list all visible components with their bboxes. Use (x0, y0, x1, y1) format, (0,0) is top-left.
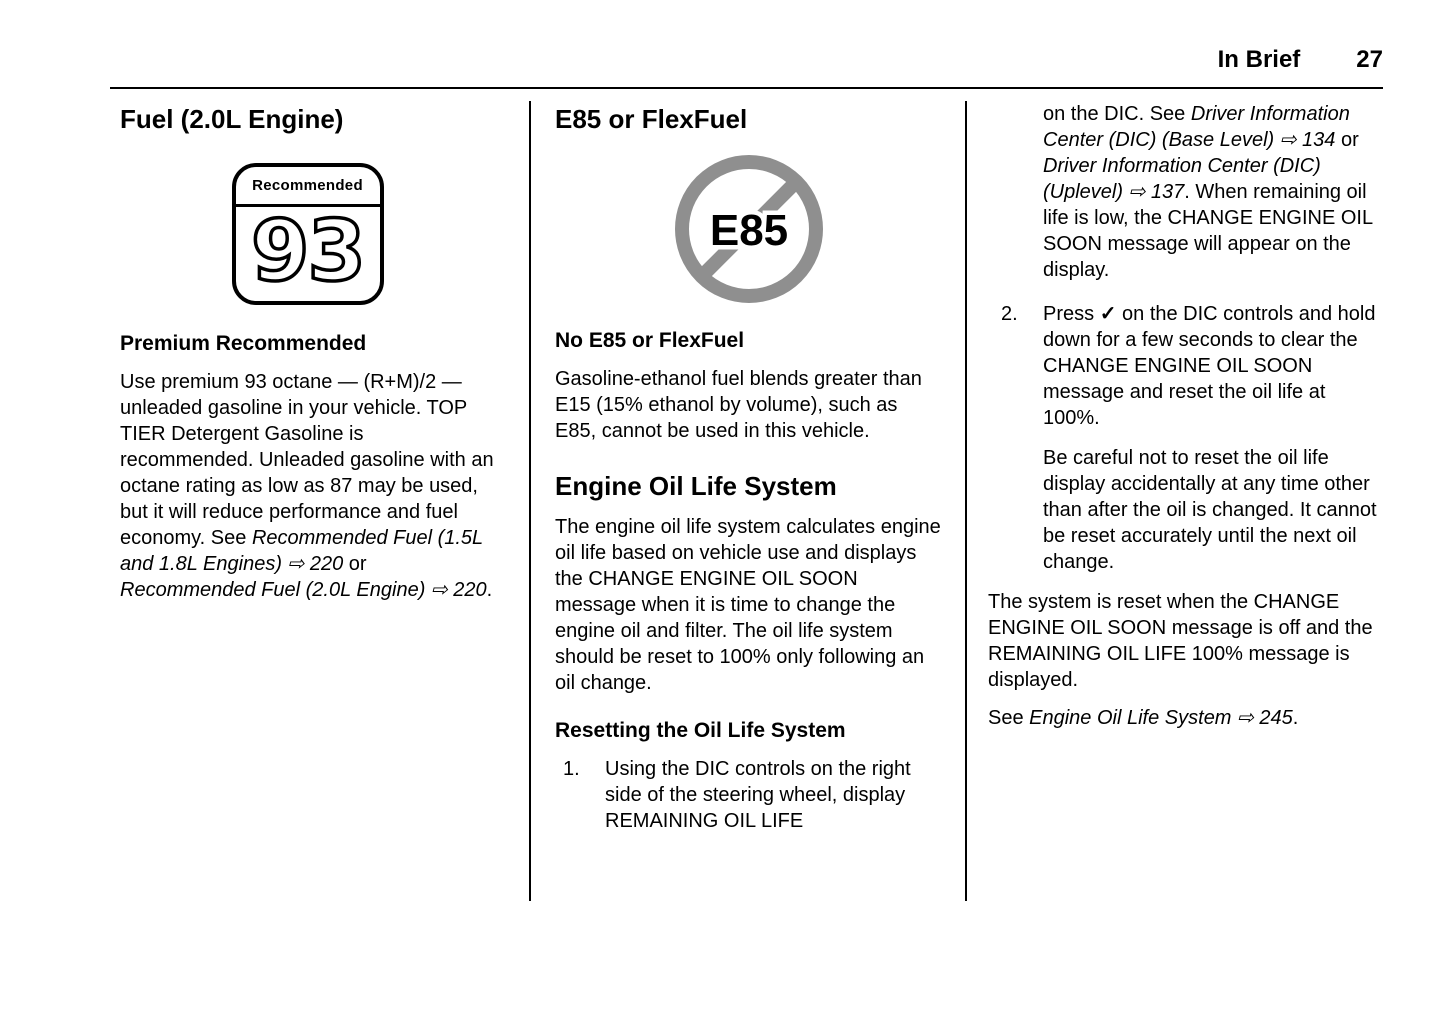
page-number: 27 (1356, 46, 1383, 73)
no-e85-subheading: No E85 or FlexFuel (555, 329, 745, 352)
prohibition-sign-icon: E85 (675, 155, 823, 303)
page-header: In Brief 27 (110, 46, 1383, 89)
resetting-subheading: Resetting the Oil Life System (555, 719, 846, 742)
column-fuel: Fuel (2.0L Engine) Recommended 93 Premiu… (120, 101, 495, 603)
cont-or: or (1335, 129, 1359, 151)
fuel-heading: Fuel (2.0L Engine) (120, 104, 344, 134)
octane-badge-label: Recommended (235, 167, 380, 207)
e85-heading: E85 or FlexFuel (555, 104, 748, 134)
fuel-body-paragraph: Use premium 93 octane — (R+M)/2 — unlead… (120, 369, 495, 603)
step-2: 2. Press ✓ on the DIC controls and hold … (988, 301, 1378, 431)
e85-sign-label: E85 (710, 206, 788, 255)
column-oil-reset: on the DIC. See Driver Information Cente… (988, 101, 1378, 731)
step-1-text: Using the DIC controls on the right side… (605, 758, 911, 832)
step-2-press: Press (1043, 303, 1100, 325)
section-title: In Brief (1217, 46, 1301, 73)
checkmark-icon: ✓ (1099, 303, 1117, 325)
step-1-number: 1. (563, 758, 580, 780)
cont-text-2: . When remaining oil life is low, the CH… (1043, 181, 1373, 281)
fuel-xref-1: Recommended Fuel (1.5L and 1.8L Engines)… (120, 527, 483, 575)
see-also-paragraph: See Engine Oil Life System ⇨ 245. (988, 705, 1378, 731)
no-e85-sign: E85 (669, 149, 829, 316)
step-1-continuation: on the DIC. See Driver Information Cente… (1043, 101, 1378, 283)
oil-life-xref: Engine Oil Life System ⇨ 245 (1029, 707, 1293, 729)
oil-life-heading: Engine Oil Life System (555, 471, 837, 501)
fuel-body-text: Use premium 93 octane — (R+M)/2 — unlead… (120, 371, 494, 549)
step-2-number: 2. (1001, 303, 1018, 325)
step-2-rest: on the DIC controls and hold down for a … (1043, 303, 1376, 429)
column-divider-2 (965, 101, 967, 901)
caution-paragraph: Be careful not to reset the oil life dis… (1043, 447, 1377, 573)
step-1: 1. Using the DIC controls on the right s… (555, 756, 943, 834)
column-divider-1 (529, 101, 531, 901)
columns: Fuel (2.0L Engine) Recommended 93 Premiu… (120, 101, 1445, 901)
octane-badge: Recommended 93 (231, 163, 384, 305)
dic-xref-base: Driver Information Center (DIC) (Base Le… (1043, 103, 1350, 151)
e85-paragraph: Gasoline-ethanol fuel blends greater tha… (555, 368, 922, 442)
fuel-body-period: . (486, 579, 493, 601)
fuel-xref-2: Recommended Fuel (2.0L Engine) ⇨ 220 (120, 579, 487, 601)
cont-text-1: on the DIC. See (1043, 103, 1191, 125)
premium-recommended-subheading: Premium Recommended (120, 332, 367, 355)
see-also-see: See (988, 707, 1030, 729)
fuel-body-or: or (343, 553, 367, 575)
manual-page: In Brief 27 Fuel (2.0L Engine) Recommend… (0, 46, 1445, 1011)
octane-badge-value: 93 (249, 202, 367, 300)
system-reset-paragraph: The system is reset when the CHANGE ENGI… (988, 591, 1373, 691)
see-also-period: . (1292, 707, 1299, 729)
oil-life-paragraph: The engine oil life system calculates en… (555, 516, 941, 694)
dic-xref-uplevel: Driver Information Center (DIC) (Uplevel… (1043, 155, 1321, 203)
column-e85-oil: E85 or FlexFuel E85 No E85 or FlexFuel G… (555, 101, 943, 834)
step-2-text: Press ✓ on the DIC controls and hold dow… (1043, 301, 1378, 431)
